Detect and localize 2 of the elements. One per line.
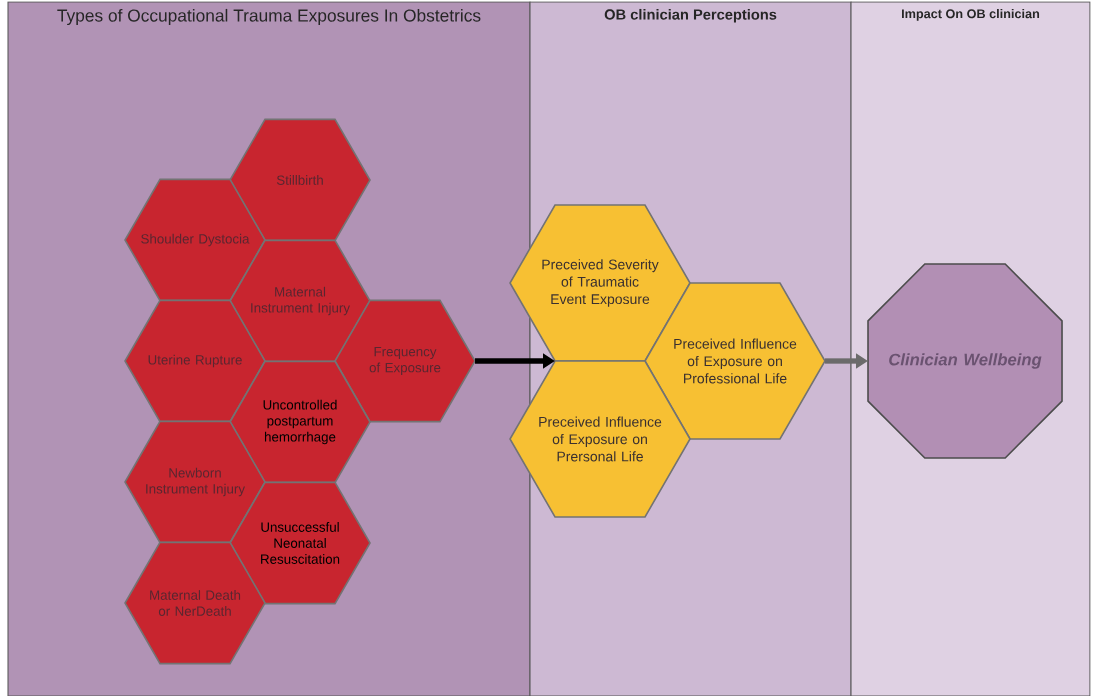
hexagon: Shoulder Dystocia: [124, 178, 266, 302]
octagon: Clinician Wellbeing: [867, 263, 1063, 459]
